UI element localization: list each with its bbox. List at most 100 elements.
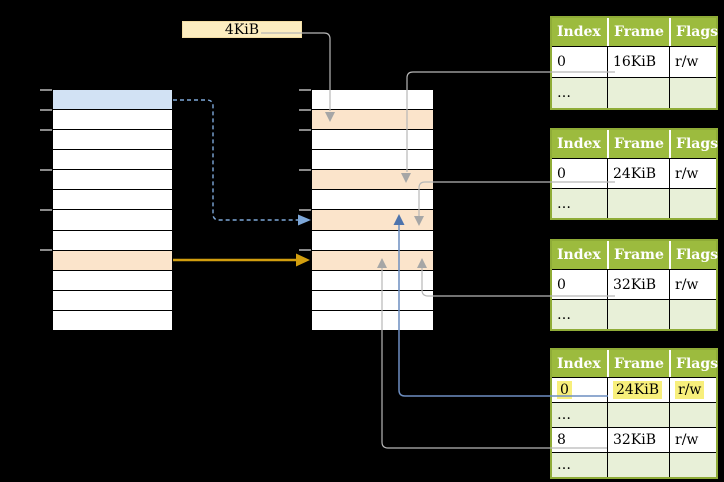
tick-mark: [299, 169, 311, 171]
memory-row-white: [53, 149, 172, 170]
column-header-frame: Frame: [607, 241, 669, 269]
column-header-frame: Frame: [607, 18, 669, 46]
table-cell: [669, 452, 716, 477]
memory-row-orange: [312, 249, 433, 270]
table-cell: [669, 188, 716, 218]
memory-row-white: [53, 109, 172, 130]
table-cell: r/w: [669, 377, 716, 402]
memory-row-orange: [312, 169, 433, 190]
page-size-label-text: 4KiB: [224, 22, 260, 38]
memory-row-white: [53, 309, 172, 330]
memory-row-white: [53, 189, 172, 210]
column-header-index: Index: [552, 241, 607, 269]
tick-mark: [40, 109, 52, 111]
column-header-index: Index: [552, 18, 607, 46]
table-row: 0 24KiB r/w: [552, 377, 716, 402]
table-cell: [607, 452, 669, 477]
table-cell: …: [552, 188, 607, 218]
table-cell: [669, 402, 716, 427]
memory-row-white: [312, 269, 433, 290]
memory-row-white: [312, 229, 433, 250]
tick-mark: [40, 129, 52, 131]
tick-mark: [299, 249, 311, 251]
table-cell: …: [552, 77, 607, 108]
table-cell: [607, 188, 669, 218]
table-cell: …: [552, 452, 607, 477]
tick-mark: [299, 89, 311, 91]
table-cell: …: [552, 299, 607, 329]
column-header-index: Index: [552, 130, 607, 158]
memory-row-orange: [53, 249, 172, 270]
column-header-flags: Flags: [669, 350, 718, 377]
table-cell: [669, 299, 716, 329]
column-header-flags: Flags: [669, 241, 718, 269]
table-cell: r/w: [669, 46, 716, 77]
memory-row-white: [53, 129, 172, 150]
memory-row-white: [312, 129, 433, 150]
table-cell: 0: [552, 158, 607, 188]
memory-row-white: [312, 309, 433, 330]
table-cell: 24KiB: [607, 158, 669, 188]
column-header-flags: Flags: [669, 18, 718, 46]
table-cell: 0: [552, 377, 607, 402]
tick-mark: [299, 129, 311, 131]
table-row: …: [552, 77, 716, 108]
memory-row-white: [53, 269, 172, 290]
table-row: …: [552, 188, 716, 218]
highlighted-value: r/w: [675, 381, 705, 399]
tick-mark: [299, 109, 311, 111]
table-cell: r/w: [669, 269, 716, 299]
arrowhead-orange-icon: [296, 253, 310, 267]
connector-lookup-dashed: [173, 99, 298, 221]
column-header-frame: Frame: [607, 350, 669, 377]
memory-row-white: [312, 90, 433, 110]
table-cell: …: [552, 402, 607, 427]
highlighted-value: 24KiB: [613, 381, 663, 399]
column-header-index: Index: [552, 350, 607, 377]
highlighted-value: 0: [557, 381, 572, 399]
table-cell: [607, 299, 669, 329]
table-row: …: [552, 402, 716, 427]
table-row: …: [552, 452, 716, 477]
table-cell: [669, 77, 716, 108]
memory-row-white: [312, 289, 433, 310]
middle-memory-column: [311, 89, 434, 331]
table-cell: 0: [552, 46, 607, 77]
left-memory-column: [52, 89, 173, 331]
memory-row-blue: [53, 90, 172, 110]
tick-mark: [40, 249, 52, 251]
table-cell: 32KiB: [607, 269, 669, 299]
tick-mark: [40, 89, 52, 91]
page-size-label: 4KiB: [182, 21, 302, 38]
table-cell: 16KiB: [607, 46, 669, 77]
memory-row-white: [312, 189, 433, 210]
memory-row-orange: [312, 209, 433, 230]
tick-mark: [40, 169, 52, 171]
tick-mark: [299, 209, 311, 211]
table-row: …: [552, 299, 716, 329]
table-cell: 0: [552, 269, 607, 299]
table-cell: 32KiB: [607, 427, 669, 452]
table-cell: [607, 402, 669, 427]
table-cell: 24KiB: [607, 377, 669, 402]
memory-row-white: [53, 229, 172, 250]
table-cell: r/w: [669, 427, 716, 452]
tick-mark: [40, 209, 52, 211]
table-cell: [607, 77, 669, 108]
column-header-frame: Frame: [607, 130, 669, 158]
table-cell: 8: [552, 427, 607, 452]
arrowhead-dashed-blue-icon: [298, 214, 311, 226]
memory-row-orange: [312, 109, 433, 130]
